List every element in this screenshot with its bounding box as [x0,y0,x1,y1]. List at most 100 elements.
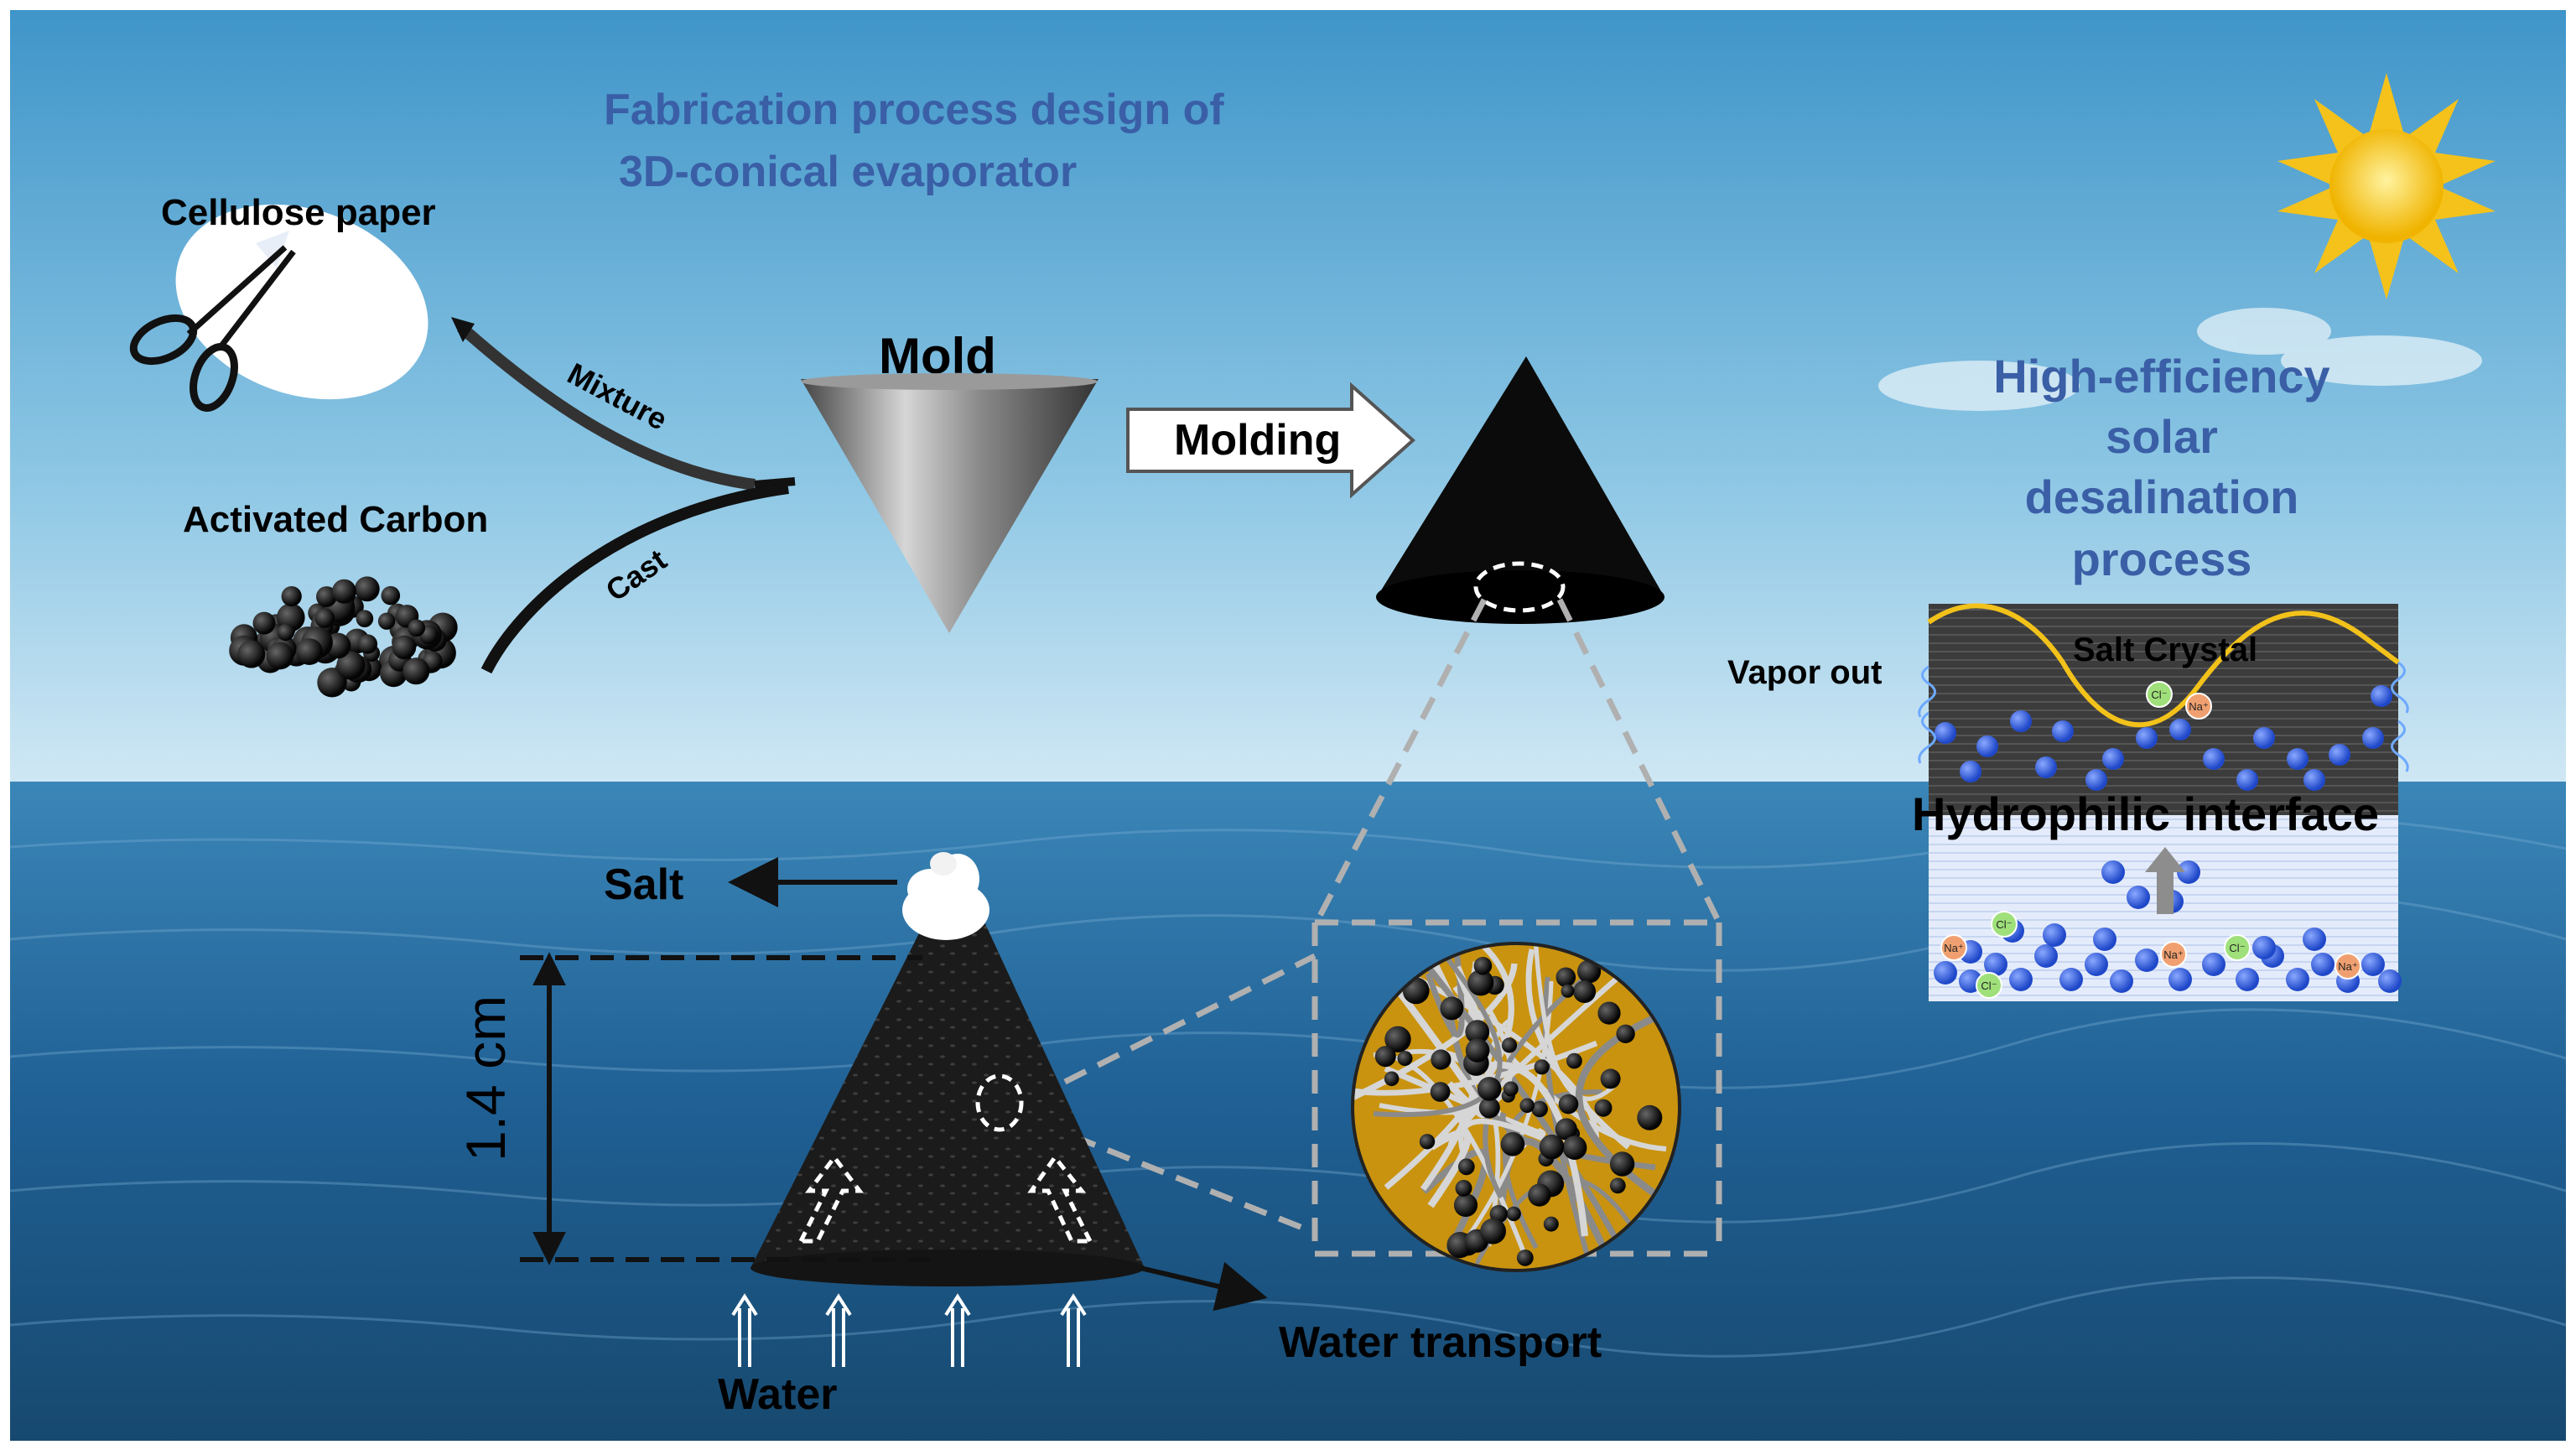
carbon-particle [1558,1094,1579,1115]
cellulose-fiber [1458,1119,1545,1154]
scissors-icon [129,245,296,412]
carbon-particle [1384,1071,1400,1087]
carbon-particle [336,651,366,680]
water-molecule [2169,719,2191,740]
carbon-particle [1555,967,1576,988]
carbon-particle [1616,1024,1635,1044]
carbon-particle [1477,1077,1502,1101]
carbon-particle [1457,1158,1475,1176]
water-molecule [2009,968,2033,991]
carbon-particle [1561,984,1575,998]
carbon-particle [1374,1046,1396,1068]
water-molecule [2236,769,2258,791]
carbon-particle [1597,1001,1621,1025]
cloud [1878,308,2482,411]
water-molecule [2034,944,2058,968]
carbon-particle [1431,1049,1452,1070]
water-molecule [2085,953,2108,976]
water-molecule [1934,961,1957,985]
carbon-particle [1473,957,1493,975]
carbon-particle [1539,1134,1565,1160]
carbon-particle [296,638,323,665]
carbon-particle [1501,1037,1518,1053]
carbon-particle [1637,1104,1663,1130]
water-molecule [2135,948,2158,972]
mixture-arrow [451,317,796,491]
salt-crystal-top [902,852,989,940]
ion-particles: Cl⁻Na⁺Cl⁻Na⁺Na⁺Cl⁻Na⁺Cl⁻ [1934,681,2402,999]
cellulose-fiber [1384,1065,1546,1137]
carbon-particle [1397,1051,1413,1067]
carbon-particle [1455,1179,1472,1197]
right-title-line3: desalination [2025,470,2299,523]
carbon-particle [316,586,337,607]
carbon-particle [381,585,401,605]
salt-crystal-label: Salt Crystal [2073,631,2257,668]
carbon-particle [317,668,347,698]
right-title-line2: solar [2106,410,2218,463]
title-line2: 3D-conical evaporator [619,148,1077,196]
water-molecule [1960,761,1981,782]
carbon-particle [1478,1097,1500,1119]
water-inflow-arrows [731,1293,1087,1367]
carbon-particle [357,634,378,654]
water-molecule [2177,860,2200,884]
salt-label: Salt [604,860,683,909]
carbon-particle [1609,1177,1626,1194]
carbon-particle [1566,1052,1582,1069]
carbon-particle [1384,1026,1411,1053]
water-molecule [2329,744,2350,766]
carbon-label: Activated Carbon [183,499,488,540]
carbon-particle [402,657,430,685]
height-dimension [520,952,939,1265]
carbon-particle [1609,1151,1635,1177]
desalination-panel: Cl⁻Na⁺Cl⁻Na⁺Na⁺Cl⁻Na⁺Cl⁻ [1927,603,2402,1001]
molding-arrow [1126,382,1416,499]
cellulose-paper [175,204,428,400]
carbon-particle [1503,1081,1519,1097]
carbon-particle [356,610,374,627]
cellulose-label: Cellulose paper [161,192,436,233]
chloride-ion-label: Cl⁻ [1996,918,2012,931]
cellulose-fiber [1533,943,1620,1101]
chloride-ion [1991,911,2018,938]
carbon-particle [331,579,356,604]
water-molecule [2035,756,2057,778]
vapor-lines [1918,661,2409,772]
cellulose-fiber [1487,1061,1589,1237]
carbon-particle [1453,1193,1478,1218]
cone-mold-icon [801,373,1098,633]
water-molecule [2203,748,2225,770]
carbon-particle [1465,1020,1490,1044]
water-molecule [2286,968,2309,991]
water-molecule [2136,727,2158,749]
water-molecule [2371,685,2392,707]
sun-icon [2277,73,2496,299]
water-molecule [2010,710,2032,732]
molding-label: Molding [1174,416,1341,465]
water-molecule [2085,769,2107,791]
sodium-ion [1940,934,1967,961]
chloride-ion [2146,681,2173,708]
right-title-line4: process [2072,533,2252,585]
chloride-ion [2224,934,2251,961]
water-molecule [2311,953,2334,976]
sodium-ion [2160,941,2187,968]
carbon-particle [1516,1250,1534,1266]
internal-flow-arrows [797,1153,1094,1244]
carbon-particle [1440,996,1464,1021]
water-molecule [2361,953,2385,976]
carbon-particle [281,586,302,607]
water-molecule [2043,923,2066,947]
carbon-particle [277,623,295,642]
water-label: Water [718,1370,838,1419]
title-line1: Fabrication process design of [604,86,1224,134]
water-transport-arrow [1140,1261,1268,1312]
carbon-particle [1543,1216,1559,1232]
water-molecule [2253,727,2275,749]
sodium-ion-label: Na⁺ [2163,948,2183,961]
cellulose-fiber [1373,943,1503,1118]
carbon-particle [354,576,380,602]
carbon-particle [1534,1059,1550,1075]
